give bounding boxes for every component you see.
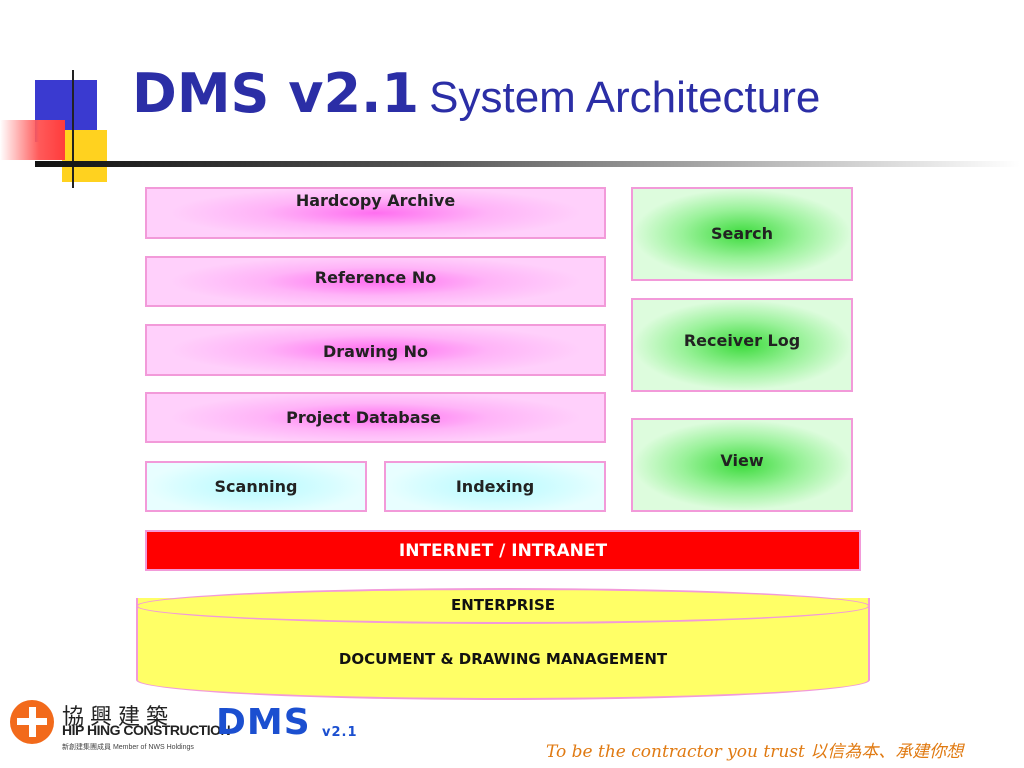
- project-database-label: Project Database: [286, 408, 441, 427]
- dms-version: v2.1: [322, 725, 358, 740]
- company-subtitle: 新創建集團成員 Member of NWS Holdings: [62, 744, 194, 751]
- indexing-label: Indexing: [455, 477, 535, 496]
- tagline: To be the contractor you trust 以信為本、承建你想: [546, 742, 964, 762]
- drawing-no-label: Drawing No: [322, 342, 429, 361]
- scanning-label: Scanning: [214, 477, 298, 496]
- search-label: Search: [711, 224, 773, 243]
- drawing-no-box: Drawing No: [145, 324, 606, 376]
- view-box: View: [631, 418, 853, 512]
- indexing-box: Indexing: [384, 461, 606, 512]
- view-label: View: [720, 451, 764, 470]
- title-underline: [35, 161, 1020, 167]
- hardcopy-archive-box: Hardcopy Archive: [145, 187, 606, 239]
- receiver-log-box: Receiver Log: [631, 298, 853, 392]
- decor-vertical-line: [72, 70, 74, 188]
- company-name: HIP HING CONSTRUCTION: [62, 722, 231, 738]
- internet-intranet-label: INTERNET / INTRANET: [398, 541, 608, 561]
- dms-logo: DMS: [216, 702, 311, 743]
- company-chinese-name: 協興建築: [62, 705, 175, 730]
- search-box: Search: [631, 187, 853, 281]
- reference-no-label: Reference No: [314, 268, 437, 287]
- decor-yellow-square: [62, 130, 107, 182]
- project-database-box: Project Database: [145, 392, 606, 443]
- scanning-box: Scanning: [145, 461, 367, 512]
- title-main: DMS v2.1: [132, 62, 420, 125]
- hip-hing-logo-cross-h: [17, 718, 47, 725]
- internet-intranet-bar: INTERNET / INTRANET: [145, 530, 861, 571]
- receiver-log-label: Receiver Log: [683, 331, 801, 350]
- decor-red-square: [0, 120, 65, 160]
- enterprise-label: ENTERPRISE: [450, 596, 555, 614]
- enterprise-cylinder-top: [136, 588, 870, 624]
- reference-no-box: Reference No: [145, 256, 606, 307]
- document-drawing-management-label: DOCUMENT & DRAWING MANAGEMENT: [338, 650, 668, 668]
- title-sub: System Architecture: [429, 73, 821, 122]
- hardcopy-archive-label: Hardcopy Archive: [295, 191, 456, 210]
